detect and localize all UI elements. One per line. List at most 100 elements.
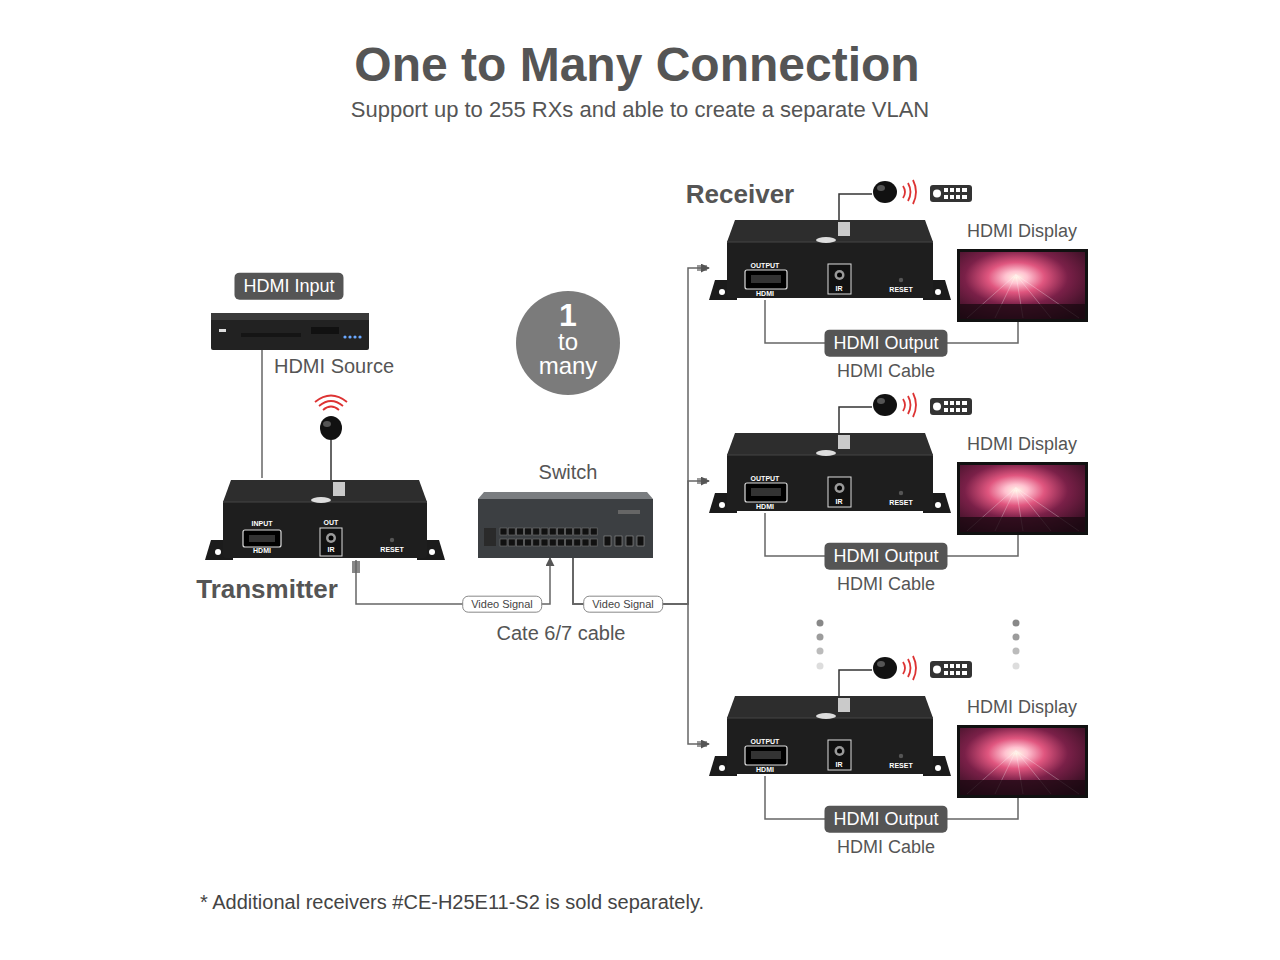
dot — [1013, 648, 1020, 655]
dot — [817, 620, 824, 627]
ir-jack-hole — [837, 273, 842, 278]
ir-jack-hole — [837, 749, 842, 754]
reset-button — [899, 754, 903, 758]
ethernet-port — [566, 528, 573, 535]
ethernet-port — [525, 528, 532, 535]
reset-button — [390, 538, 394, 542]
display-frame — [957, 462, 1088, 535]
rx-shape — [709, 218, 951, 300]
node-text: RESET — [889, 499, 912, 507]
display-shape — [957, 462, 1088, 535]
hdmi-port-inner — [751, 751, 781, 759]
node-text: IR — [836, 285, 843, 293]
device-front — [727, 453, 933, 511]
player-button — [348, 335, 351, 338]
ethernet-port — [500, 539, 507, 546]
rx-shape — [709, 694, 951, 776]
switch-front — [478, 499, 653, 558]
cable-note: Cate 6/7 cable — [497, 622, 626, 645]
mount-hole — [215, 549, 221, 555]
mount-hole — [719, 765, 725, 771]
device-logo — [311, 497, 331, 503]
node-text: OUTPUT — [751, 262, 780, 270]
one-to-many-badge: 1to many — [516, 291, 620, 395]
mount-hole — [935, 765, 941, 771]
device-sticker — [838, 698, 850, 712]
node-text: RESET — [380, 546, 403, 554]
ethernet-port — [508, 528, 515, 535]
node-text: HDMI Display — [967, 697, 1077, 718]
ethernet-port — [582, 539, 589, 546]
diagram-title: One to Many Connection — [354, 37, 919, 92]
sfp-port — [604, 536, 611, 546]
node-text: HDMI Display — [967, 221, 1077, 242]
node-text: HDMI — [756, 503, 774, 511]
node-text: HDMI Display — [967, 434, 1077, 455]
dot — [817, 663, 824, 670]
ir-jack-ring — [326, 533, 336, 543]
device-front — [223, 500, 427, 558]
crowd — [960, 304, 1085, 319]
badge-circle — [516, 291, 620, 395]
display-screen — [960, 465, 1085, 532]
ir-jack-ring — [835, 270, 845, 280]
hdmi-display: HDMI Display — [957, 725, 1088, 798]
network-switch: Switch — [478, 492, 653, 558]
node-text: OUTPUT — [751, 738, 780, 746]
ethernet-port — [525, 539, 532, 546]
dot — [1013, 620, 1020, 627]
ethernet-port — [541, 528, 548, 535]
ir-jack-hole — [329, 536, 334, 541]
ir-highlight — [323, 421, 331, 427]
device-sticker — [333, 482, 345, 496]
ethernet-port — [549, 528, 556, 535]
ethernet-port — [541, 539, 548, 546]
node-text: RESET — [889, 286, 912, 294]
hdmi-port-inner — [751, 275, 781, 283]
player-logo — [219, 329, 226, 332]
dot — [817, 648, 824, 655]
display-shape — [957, 725, 1088, 798]
ethernet-port — [566, 539, 573, 546]
device-top — [727, 220, 933, 242]
mount-hole — [935, 289, 941, 295]
crowd — [960, 780, 1085, 795]
hdmi-display: HDMI Display — [957, 249, 1088, 322]
hdmi-port — [745, 746, 787, 765]
receiver-unit: OUTPUTHDMIIRRESET — [709, 431, 951, 513]
ir-jack — [828, 264, 851, 294]
player-display — [311, 327, 339, 334]
transmitter-unit: TransmitterINPUTHDMIOUTIRRESET — [205, 478, 445, 560]
cable-note: HDMI Cable — [837, 361, 935, 382]
device-front — [727, 240, 933, 298]
edge-label: Video Signal — [462, 596, 542, 613]
device-sticker — [838, 435, 850, 449]
display-screen — [960, 728, 1085, 795]
hdmi-source-device: HDMI InputHDMI Source — [211, 313, 369, 350]
receiver-unit: ReceiverOUTPUTHDMIIRRESET — [709, 218, 951, 300]
edge-label: HDMI Output — [824, 543, 947, 570]
node-text: Receiver — [686, 180, 794, 210]
rx-shape — [709, 431, 951, 513]
display-screen — [960, 252, 1085, 319]
ethernet-port — [500, 528, 507, 535]
node-text: HDMI — [756, 766, 774, 774]
sfp-port — [626, 536, 633, 546]
ir-jack-hole — [837, 486, 842, 491]
ethernet-port — [574, 528, 581, 535]
device-logo — [816, 450, 836, 456]
cable-note: HDMI Cable — [837, 574, 935, 595]
player-button — [358, 335, 361, 338]
node-text: OUTPUT — [751, 475, 780, 483]
node-text: RESET — [889, 762, 912, 770]
ir-jack — [320, 528, 342, 556]
node-text: HDMI — [756, 290, 774, 298]
ir-jack — [828, 740, 851, 770]
player-body — [211, 317, 369, 350]
node-text: IR — [836, 761, 843, 769]
ir-receiver — [320, 416, 342, 440]
edge-label: HDMI Output — [824, 330, 947, 357]
ir-jack — [828, 477, 851, 507]
